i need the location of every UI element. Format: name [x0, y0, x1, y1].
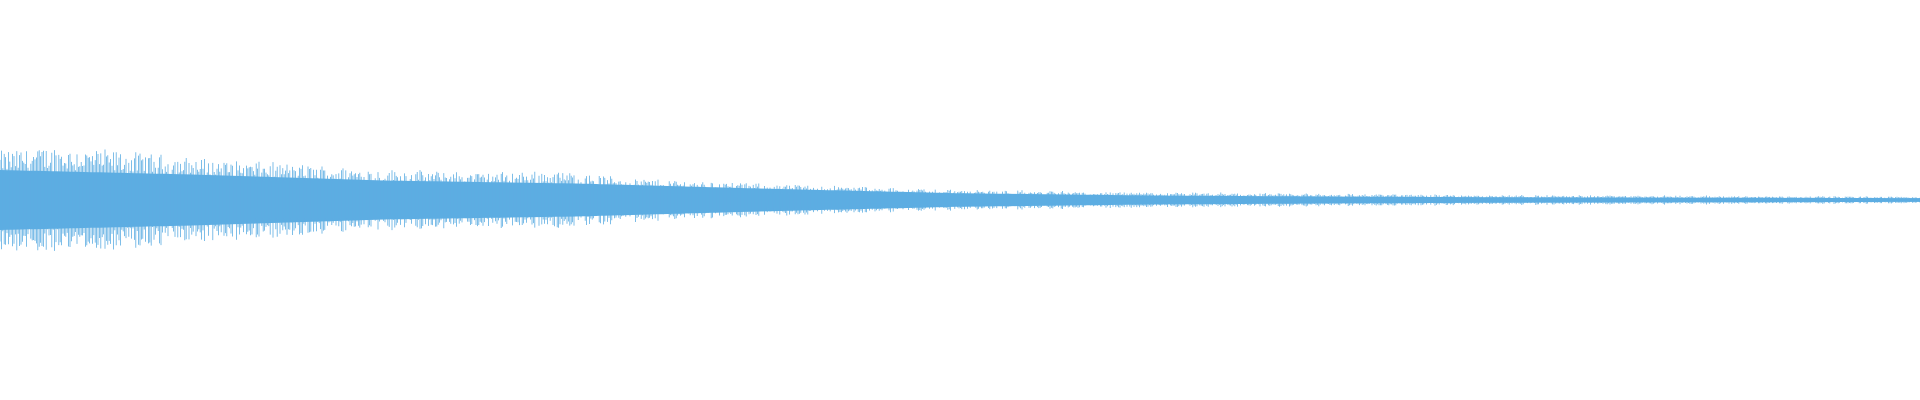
waveform-peaks: [0, 149, 1920, 251]
